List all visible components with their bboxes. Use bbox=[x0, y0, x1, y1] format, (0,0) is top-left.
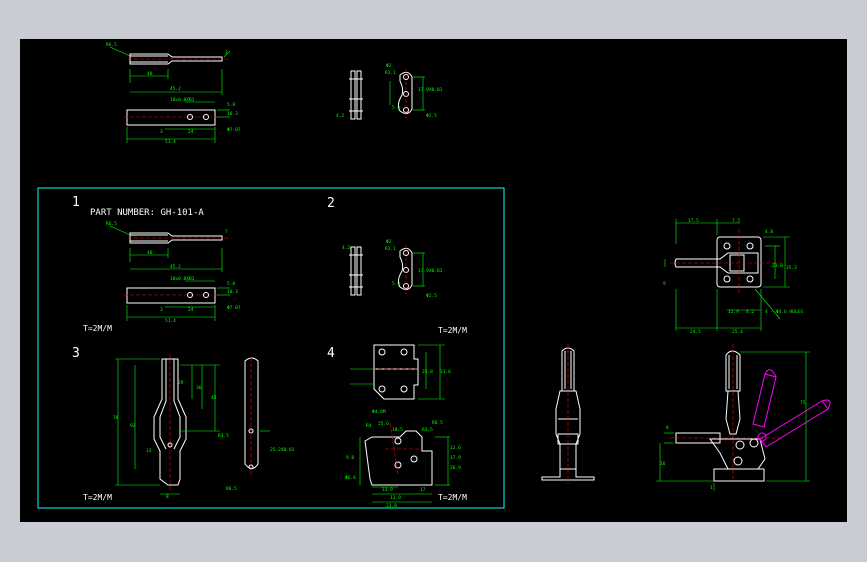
part-number-label: PART NUMBER: GH-101-A bbox=[90, 208, 204, 218]
section-number-3: 3 bbox=[72, 346, 80, 361]
thickness-label-2: T=2M/M bbox=[438, 326, 467, 335]
dim-text: 36 bbox=[196, 385, 202, 391]
dim-text: 9.8 bbox=[346, 455, 354, 461]
dim-text: 17.5 bbox=[688, 218, 699, 224]
dim-text: 4 - Φ4.6 HOLES bbox=[765, 309, 803, 315]
section-4-base-view: 25.8 31.6 Φ4.8M 25.6 18.5 9.8 R3.5 R4 R6… bbox=[345, 344, 461, 509]
dim-text: 17.9X0.81 bbox=[418, 268, 443, 274]
dim-text: 17.9 bbox=[450, 455, 461, 461]
assembly-top-view: 17.5 7.5 4.8 23.8 35.3 9 12.9 4.2 24.5 2… bbox=[663, 218, 803, 335]
dim-text: 16 bbox=[660, 461, 666, 467]
assembly-front-view bbox=[541, 344, 595, 484]
dim-text: 8 bbox=[666, 425, 669, 431]
section-number-2: 2 bbox=[327, 196, 335, 211]
dim-text: 18.5 bbox=[392, 427, 403, 433]
dim-text: 40 bbox=[147, 71, 153, 77]
dim-text: 13.9 bbox=[382, 487, 393, 493]
dim-text: 23.8 bbox=[772, 263, 783, 269]
dim-text: Φ2.5 bbox=[426, 113, 437, 119]
dim-text: 25.2X0.81 bbox=[270, 447, 295, 453]
dim-text: 3 bbox=[160, 129, 163, 135]
thickness-label-3: T=2M/M bbox=[83, 493, 112, 502]
cad-drawing: .w { stroke:#ffffff; fill:none; stroke-w… bbox=[37, 42, 831, 509]
dim-text: Φ2 bbox=[386, 239, 392, 245]
dim-text: 4.2 bbox=[342, 245, 350, 251]
dim-text: Φ7.07 bbox=[227, 127, 241, 133]
dim-text: 25.8 bbox=[422, 369, 433, 375]
dim-text: 7.5 bbox=[732, 218, 740, 224]
dim-text: Φ6.6 bbox=[345, 475, 356, 481]
dim-text: R6.5 bbox=[226, 486, 237, 492]
top-link-view: Φ2 R3.1 4.2 5.9 Φ2.5 17.9X0.81 bbox=[336, 63, 443, 120]
dim-text: R6.5 bbox=[106, 42, 117, 48]
dim-text: 25.4 bbox=[732, 329, 743, 335]
dim-text: R3.1 bbox=[385, 70, 396, 76]
dim-text: 45 bbox=[211, 395, 217, 401]
dim-text: R4 bbox=[366, 423, 372, 429]
dim-text: 70 bbox=[113, 415, 119, 421]
top-bar-view: R6.5 40 45.2 7 bbox=[106, 42, 231, 95]
dim-text: 92 bbox=[130, 423, 136, 429]
thickness-label-4: T=2M/M bbox=[438, 493, 467, 502]
dim-text: 3 bbox=[160, 307, 163, 313]
dim-text: Φ4.8M bbox=[372, 409, 386, 415]
dim-text: 23.8 bbox=[386, 503, 397, 509]
section-1-bar-view: R6.5 40 45.2 7 bbox=[106, 221, 228, 272]
detail-panel-frame bbox=[37, 187, 505, 509]
dim-text: 5.8 bbox=[227, 281, 235, 287]
dim-text: 4.8 bbox=[765, 229, 773, 235]
dim-text: 24 bbox=[188, 129, 194, 135]
section-1-plate-view: 3 24 51.4 5.8 10.3 10x0.8XB1 Φ7.07 bbox=[124, 276, 241, 324]
dim-text: 5.9 bbox=[392, 281, 400, 287]
dim-text: Φ2 bbox=[386, 63, 392, 69]
dim-text: 5.8 bbox=[227, 102, 235, 108]
dim-text: 51.4 bbox=[165, 139, 176, 145]
dim-text: 7 bbox=[225, 50, 228, 56]
section-2-link-view: Φ2 R3.1 4.2 5.9 Φ2.5 17.9X0.81 bbox=[342, 239, 443, 299]
dim-text: Φ7.07 bbox=[227, 305, 241, 311]
dim-text: 1 bbox=[710, 485, 713, 491]
dim-text: 10x0.8XB1 bbox=[170, 276, 195, 282]
dim-text: 75 bbox=[800, 400, 806, 406]
dim-text: R3.5 bbox=[218, 433, 229, 439]
section-3-handle-view: 70 92 29 36 45 13 8 R3.5 R6.5 25.2X0.81 bbox=[113, 354, 295, 500]
top-plate-view: 3 24 51.4 5.8 10.3 10x0.8XB1 Φ7.07 bbox=[124, 97, 241, 145]
dim-text: 24 bbox=[188, 307, 194, 313]
dim-text: 13.9 bbox=[390, 495, 401, 501]
dim-text: 12.6 bbox=[450, 445, 461, 451]
dim-text: R3.5 bbox=[422, 427, 433, 433]
section-number-4: 4 bbox=[327, 346, 335, 361]
dim-text: 17.9X0.81 bbox=[418, 87, 443, 93]
dim-text: R6.5 bbox=[106, 221, 117, 227]
dim-text: 10.3 bbox=[227, 289, 238, 295]
dim-text: R3.1 bbox=[385, 246, 396, 252]
dim-text: 35.3 bbox=[786, 265, 797, 271]
dim-text: 25.6 bbox=[378, 421, 389, 427]
dim-text: 4.2 bbox=[746, 309, 754, 315]
dim-text: 12.9 bbox=[728, 309, 739, 315]
dim-text: R6.5 bbox=[432, 420, 443, 426]
dim-text: 45.2 bbox=[170, 86, 181, 92]
dim-text: 51.4 bbox=[165, 318, 176, 324]
dim-text: 5.9 bbox=[392, 105, 400, 111]
dim-text: 17 bbox=[420, 487, 426, 493]
dim-text: Φ2.5 bbox=[426, 293, 437, 299]
dim-text: 45.2 bbox=[170, 264, 181, 270]
cad-drawing-canvas[interactable]: .w { stroke:#ffffff; fill:none; stroke-w… bbox=[20, 39, 847, 522]
assembly-side-view: 75 8 16 1 bbox=[656, 344, 831, 491]
dim-text: 24.5 bbox=[690, 329, 701, 335]
dim-text: 10.3 bbox=[227, 111, 238, 117]
section-number-1: 1 bbox=[72, 195, 80, 210]
dim-text: 40 bbox=[147, 250, 153, 256]
dim-text: 13 bbox=[146, 448, 152, 454]
dim-text: 8 bbox=[166, 494, 169, 500]
dim-text: 7 bbox=[225, 229, 228, 235]
dim-text: 9 bbox=[663, 281, 666, 287]
thickness-label-1: T=2M/M bbox=[83, 324, 112, 333]
dim-text: 26.9 bbox=[450, 465, 461, 471]
dim-text: 31.6 bbox=[440, 369, 451, 375]
dim-text: 4.2 bbox=[336, 113, 344, 119]
dim-text: 29 bbox=[178, 380, 184, 386]
dim-text: 10x0.8XB1 bbox=[170, 97, 195, 103]
